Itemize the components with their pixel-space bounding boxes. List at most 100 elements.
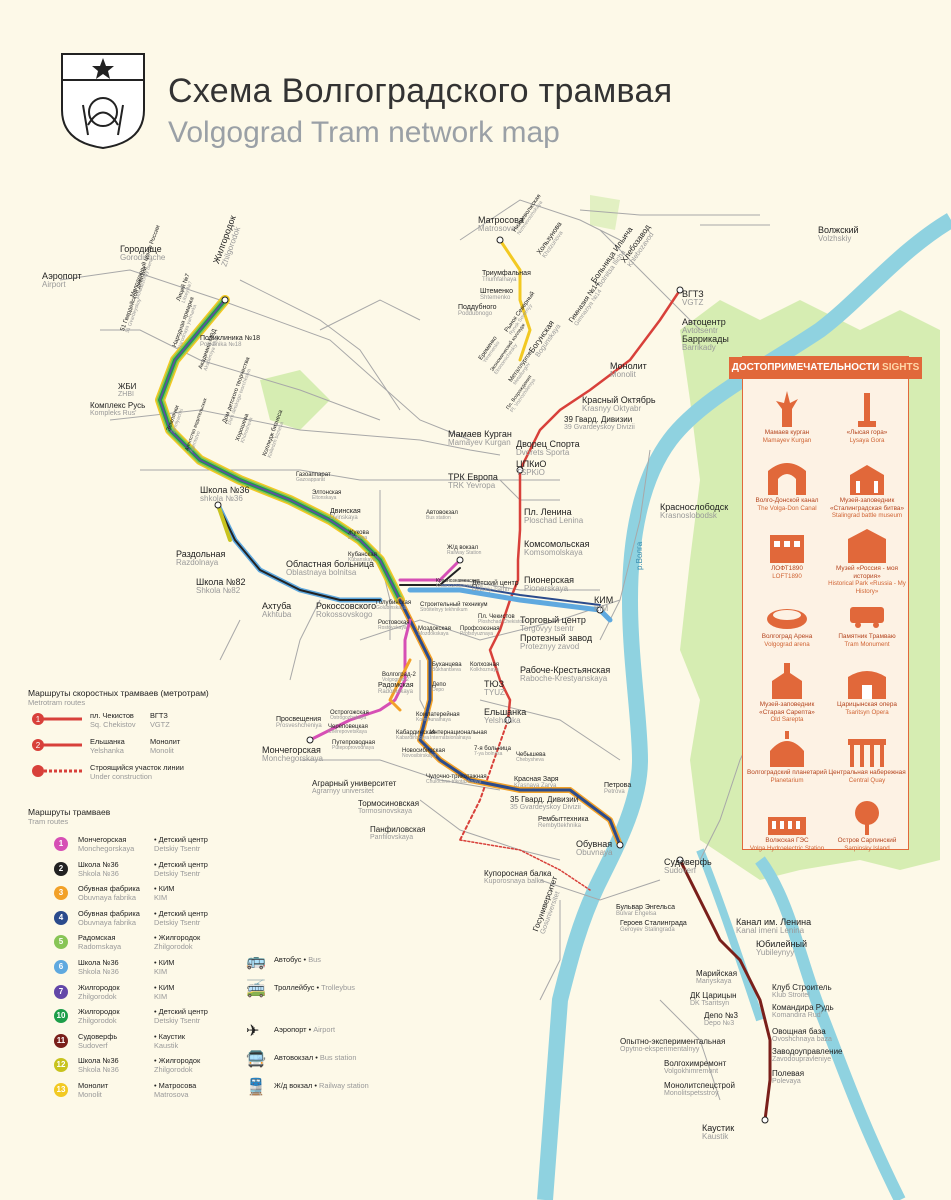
station-name-en: TSPKiO bbox=[516, 468, 545, 478]
station-name-en: Petrova bbox=[604, 789, 625, 796]
arch-gate-icon bbox=[768, 463, 806, 495]
station-name-ru: Двинская bbox=[330, 508, 361, 515]
station-name-ru: Строительный техникум bbox=[420, 602, 488, 608]
route-from-en: Radomskaya bbox=[78, 942, 122, 952]
sight-9: Музей-заповедник «Старая Сарепта»Old Sar… bbox=[747, 661, 827, 724]
station-name-ru: ВГТЗ bbox=[682, 289, 704, 299]
station-name-ru: Голубинская bbox=[376, 600, 412, 606]
station-name-en: Razdolnaya bbox=[176, 558, 219, 568]
station-name-ru: Опытно-экспериментальная bbox=[620, 1037, 726, 1046]
route-from-ru: Жилгородок bbox=[78, 982, 120, 992]
route-number-badge: 4 bbox=[54, 910, 68, 925]
station-name-ru: Автоцентр bbox=[682, 317, 726, 327]
station-name-en: Ploschad Lenina bbox=[524, 516, 584, 526]
station-name-ru: ЦПКиО bbox=[516, 459, 547, 469]
station-name-ru: Элтонская bbox=[312, 490, 342, 496]
bus-ru: Автобус bbox=[274, 955, 302, 964]
route-from-en: Monolit bbox=[78, 1090, 102, 1099]
station-name-ru: Ельшанка bbox=[484, 707, 527, 717]
station-name-ru: Ростовская bbox=[378, 620, 410, 626]
station-name-en: Ostrogozhskaya bbox=[330, 715, 367, 722]
station-name-en: KIM bbox=[594, 604, 609, 614]
route-to-ru: • Детский центр bbox=[154, 859, 208, 869]
station-name-en: Akhtuba bbox=[262, 610, 292, 620]
station-name-en: Rostovskaya bbox=[378, 625, 407, 632]
station-name-ru: Краснознаменская bbox=[436, 578, 480, 584]
station-name-ru: Петрова bbox=[604, 782, 632, 789]
station-name-ru: Купоросная балка bbox=[484, 869, 552, 878]
station-name-en: Komandira Rud' bbox=[772, 1012, 822, 1020]
sight-name-en: LOFT1890 bbox=[772, 572, 802, 580]
station-name-en: Radomskaya bbox=[378, 689, 414, 696]
route-to-ru: • Матросова bbox=[154, 1081, 197, 1090]
station-name-ru: Депо bbox=[432, 682, 446, 688]
route-to-en: Zhilgorodok bbox=[154, 942, 193, 952]
route-to-en: Detskiy Tsentr bbox=[154, 868, 201, 878]
station-name-en: Yubileynyy bbox=[756, 948, 795, 958]
station-name-en: Komsomolskaya bbox=[524, 548, 583, 558]
sight-name-ru: Волго-Донской канал bbox=[755, 497, 819, 504]
metro-from-en: Yelshanka bbox=[90, 746, 124, 755]
route-to-ru: • Детский центр bbox=[154, 835, 208, 844]
sight-name-en: Old Sarepta bbox=[770, 716, 804, 723]
station-name-en: Krasnoznamenskaya bbox=[436, 583, 483, 590]
bus-en: Bus bbox=[308, 955, 321, 964]
route-from-en: Obuvnaya fabrika bbox=[78, 917, 136, 927]
route-to-en: Detskiy Tsentr bbox=[154, 1016, 201, 1026]
station-name-en: Oblastnaya bolnitsa bbox=[286, 568, 357, 578]
route-to-en: Detskiy Tsentr bbox=[154, 844, 201, 853]
station-name-en: Prosveshcheniya bbox=[276, 723, 322, 730]
station-name-ru: Марийская bbox=[696, 969, 738, 978]
sight-6: Музей «Россия - моя история»Historical P… bbox=[827, 525, 907, 595]
route-to-ru: • Жилгородок bbox=[154, 933, 201, 943]
route-to-en: KIM bbox=[154, 967, 168, 976]
river-label: р.Волга bbox=[635, 541, 644, 570]
sight-name-ru: Музей-заповедник «Старая Сарепта» bbox=[759, 701, 815, 716]
station-name-en: Sudoverf bbox=[664, 866, 697, 876]
station-name-ru: Комсомольская bbox=[524, 539, 590, 549]
station-name-en: Detskiy Tsentr bbox=[472, 587, 510, 594]
volga-river bbox=[537, 213, 951, 1200]
airplane-icon: ✈ bbox=[246, 1023, 260, 1040]
history-park-icon bbox=[848, 529, 886, 563]
station-name-ru: Красный Октябрь bbox=[582, 395, 656, 405]
station-name-en: Volzhskiy bbox=[818, 234, 852, 244]
station-name-en: Depo bbox=[432, 687, 444, 694]
station-name-en: Pionerskaya bbox=[524, 584, 569, 594]
station-name-en: Barrikady bbox=[682, 343, 716, 353]
sight-name-ru: Центральная набережная bbox=[828, 769, 906, 776]
trolley-en: Trolleybus bbox=[321, 983, 355, 992]
station-name-ru: Кабардинская bbox=[396, 730, 436, 736]
route-number-badge: 2 bbox=[54, 861, 68, 876]
route-from-ru: Школа №36 bbox=[78, 1056, 119, 1066]
station-name-ru: Клуб Строитель bbox=[772, 983, 832, 992]
station-name-en: TRK Yevropa bbox=[448, 481, 496, 491]
station-name-en: Monolit bbox=[610, 370, 636, 380]
opera-icon bbox=[848, 671, 886, 699]
sight-name-ru: Музей-заповедник «Сталинградская битва» bbox=[829, 497, 905, 512]
busstation-ru: Автовокзал bbox=[274, 1053, 314, 1062]
